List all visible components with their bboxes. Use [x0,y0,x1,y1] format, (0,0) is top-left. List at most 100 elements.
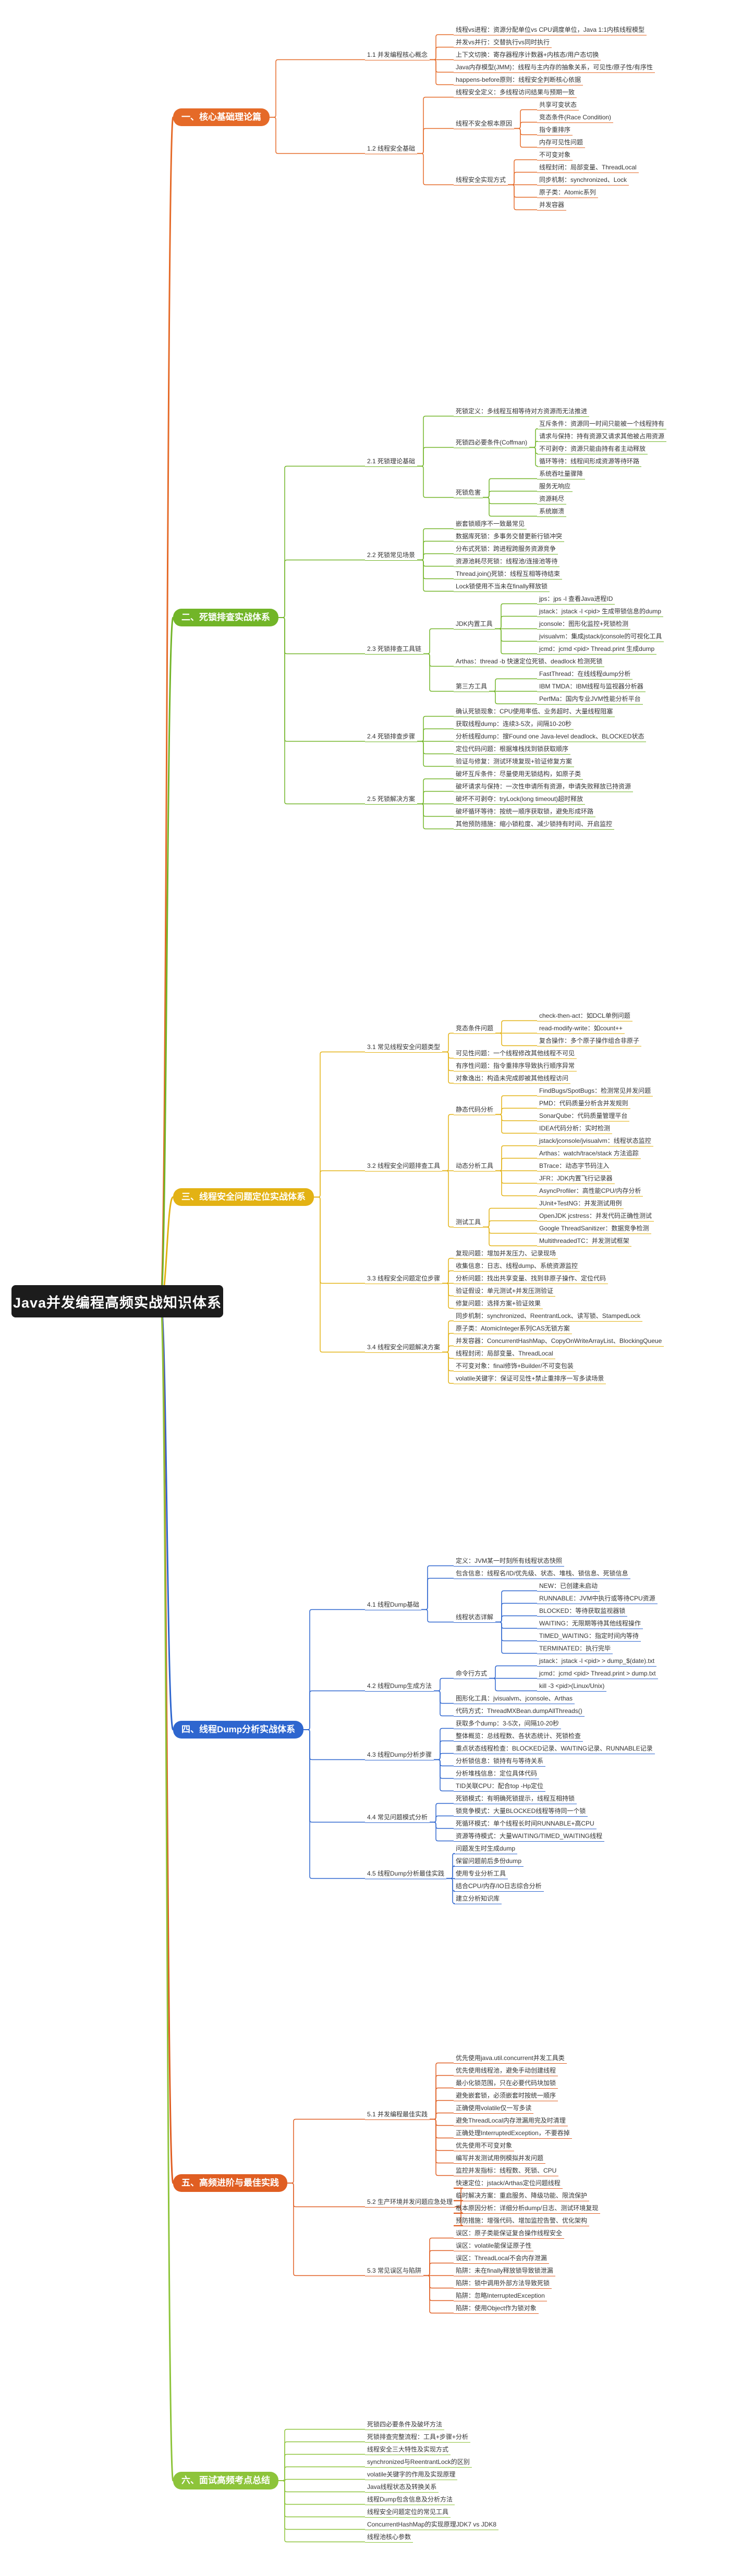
leaf-topic[interactable]: 线程vs进程：资源分配单位vs CPU调度单位，Java 1:1内核线程模型 [454,24,647,35]
leaf-topic[interactable]: 陷阱：忽略InterruptedException [454,2290,547,2301]
subtopic[interactable]: synchronized与ReentrantLock的区别 [365,2457,472,2468]
leaf-topic[interactable]: 包含信息：线程名/ID/优先级、状态、堆栈、锁信息、死锁信息 [454,1568,630,1579]
leaf-topic[interactable]: 分析线程dump：搜Found one Java-level deadlock、… [454,731,647,742]
leaf-topic[interactable]: jcmd：jcmd <pid> Thread.print > dump.txt [537,1668,658,1679]
leaf-topic[interactable]: jstack：jstack -l <pid> > dump_$(date).tx… [537,1656,657,1667]
leaf-topic[interactable]: 竞态条件问题 [454,1023,496,1034]
leaf-topic[interactable]: IBM TMDA：IBM线程与监视器分析器 [537,681,646,692]
root-topic[interactable]: Java并发编程高频实战知识体系 [11,1285,223,1317]
leaf-topic[interactable]: 命令行方式 [454,1668,490,1679]
leaf-topic[interactable]: 避免嵌套锁，必须嵌套时按统一顺序 [454,2090,558,2101]
leaf-topic[interactable]: jps：jps -l 查看Java进程ID [537,594,615,605]
leaf-topic[interactable]: Java内存模型(JMM)：线程与主内存的抽象关系，可见性/原子性/有序性 [454,62,655,73]
leaf-topic[interactable]: jstack：jstack -l <pid> 生成带锁信息的dump [537,606,664,617]
leaf-topic[interactable]: 数据库死锁：多事务交替更新行锁冲突 [454,531,565,542]
leaf-topic[interactable]: 误区：volatile能保证原子性 [454,2240,534,2251]
leaf-topic[interactable]: 互斥条件：资源同一时间只能被一个线程持有 [537,418,667,429]
leaf-topic[interactable]: jcmd：jcmd <pid> Thread.print 生成dump [537,644,657,655]
leaf-topic[interactable]: 代码方式：ThreadMXBean.dumpAllThreads() [454,1706,585,1717]
leaf-topic[interactable]: 确认死锁现象：CPU使用率低、业务超时、大量线程阻塞 [454,706,615,717]
leaf-topic[interactable]: IDEA代码分析：实时检测 [537,1123,613,1134]
leaf-topic[interactable]: 复现问题：增加并发压力、记录现场 [454,1248,558,1259]
leaf-topic[interactable]: JUnit+TestNG：并发测试用例 [537,1198,624,1209]
subtopic[interactable]: 4.1 线程Dump基础 [365,1599,422,1610]
subtopic[interactable]: 死锁排查完整流程：工具+步骤+分析 [365,2432,471,2443]
leaf-topic[interactable]: 线程安全定义：多线程访问结果与预期一致 [454,87,577,98]
leaf-topic[interactable]: 指令重排序 [537,125,573,135]
leaf-topic[interactable]: 根本原因分析：详细分析dump/日志、测试环境复现 [454,2203,601,2214]
leaf-topic[interactable]: 优先使用线程池，避免手动创建线程 [454,2065,558,2076]
leaf-topic[interactable]: 资源池耗尽死锁：线程池/连接池等待 [454,556,560,567]
leaf-topic[interactable]: 快速定位：jstack/Arthas定位问题线程 [454,2178,563,2189]
leaf-topic[interactable]: 锁竞争模式：大量BLOCKED线程等待同一个锁 [454,1806,588,1817]
leaf-topic[interactable]: 复合操作：多个原子操作组合非原子 [537,1036,642,1046]
branch-topic[interactable]: 五、高频进阶与最佳实践 [173,2174,287,2192]
leaf-topic[interactable]: 线程封闭：局部变量、ThreadLocal [454,1348,555,1359]
leaf-topic[interactable]: 问题发生时生成dump [454,1843,518,1854]
leaf-topic[interactable]: 定位代码问题：根据堆栈找到锁获取顺序 [454,744,571,755]
leaf-topic[interactable]: 破坏循环等待：按统一顺序获取锁，避免形成环路 [454,806,596,817]
leaf-topic[interactable]: 对象逸出：构造未完成即被其他线程访问 [454,1073,571,1084]
leaf-topic[interactable]: 系统崩溃 [537,506,567,517]
leaf-topic[interactable]: 线程安全实现方式 [454,175,508,186]
leaf-topic[interactable]: 最小化锁范围，只在必要代码块加锁 [454,2078,558,2089]
subtopic[interactable]: 4.3 线程Dump分析步骤 [365,1749,434,1760]
leaf-topic[interactable]: 临时解决方案：重启服务、降级功能、限流保护 [454,2190,590,2201]
leaf-topic[interactable]: 动态分析工具 [454,1161,496,1172]
leaf-topic[interactable]: 资源耗尽 [537,494,567,504]
leaf-topic[interactable]: jconsole：图形化监控+死锁检测 [537,619,631,630]
leaf-topic[interactable]: 请求与保持：持有资源又请求其他被占用资源 [537,431,667,442]
leaf-topic[interactable]: Thread.join()死锁：线程互相等待结束 [454,569,563,580]
leaf-topic[interactable]: 第三方工具 [454,681,490,692]
leaf-topic[interactable]: 死锁四必要条件(Coffman) [454,437,530,448]
leaf-topic[interactable]: FastThread：在线线程dump分析 [537,669,633,680]
leaf-topic[interactable]: 分析堆栈信息：定位具体代码 [454,1768,540,1779]
leaf-topic[interactable]: 结合CPU/内存/IO日志综合分析 [454,1881,544,1892]
leaf-topic[interactable]: 竞态条件(Race Condition) [537,112,614,123]
leaf-topic[interactable]: 线程封闭：局部变量、ThreadLocal [537,162,639,173]
leaf-topic[interactable]: Arthas：watch/trace/stack 方法追踪 [537,1148,641,1159]
leaf-topic[interactable]: volatile关键字：保证可见性+禁止重排序一写多读场景 [454,1373,606,1384]
subtopic[interactable]: 4.2 线程Dump生成方法 [365,1681,434,1692]
leaf-topic[interactable]: 陷阱：使用Object作为锁对象 [454,2303,539,2314]
subtopic[interactable]: 1.2 线程安全基础 [365,143,418,154]
leaf-topic[interactable]: 图形化工具：jvisualvm、jconsole、Arthas [454,1693,575,1704]
leaf-topic[interactable]: Arthas：thread -b 快速定位死锁、deadlock 检测死锁 [454,656,605,667]
subtopic[interactable]: Java线程状态及转换关系 [365,2482,439,2493]
leaf-topic[interactable]: PMD：代码质量分析含并发规则 [537,1098,630,1109]
leaf-topic[interactable]: 不可变对象：final修饰+Builder/不可变包装 [454,1361,576,1372]
leaf-topic[interactable]: 陷阱：锁中调用外部方法导致死锁 [454,2278,552,2289]
subtopic[interactable]: 线程池核心参数 [365,2532,413,2543]
leaf-topic[interactable]: 共享可变状态 [537,100,579,110]
leaf-topic[interactable]: 系统吞吐量骤降 [537,469,586,479]
leaf-topic[interactable]: 死锁定义：多线程互相等待对方资源而无法推进 [454,406,590,417]
leaf-topic[interactable]: 嵌套锁顺序不一致最常见 [454,519,527,529]
subtopic[interactable]: 2.5 死锁解决方案 [365,794,418,805]
subtopic[interactable]: 5.2 生产环境并发问题应急处理 [365,2197,455,2208]
branch-topic[interactable]: 二、死锁排查实战体系 [173,609,278,626]
leaf-topic[interactable]: 并发vs并行：交替执行vs同时执行 [454,37,552,48]
leaf-topic[interactable]: 线程状态详解 [454,1612,496,1623]
leaf-topic[interactable]: 保留问题前后多份dump [454,1856,524,1867]
leaf-topic[interactable]: 正确使用volatile仅一写多读 [454,2103,534,2114]
leaf-topic[interactable]: 可见性问题：一个线程修改其他线程不可见 [454,1048,577,1059]
leaf-topic[interactable]: 分析锁信息：锁持有与等待关系 [454,1756,546,1767]
leaf-topic[interactable]: 服务无响应 [537,481,573,492]
subtopic[interactable]: 4.4 常见问题模式分析 [365,1812,430,1823]
leaf-topic[interactable]: FindBugs/SpotBugs：检测常见并发问题 [537,1086,653,1096]
leaf-topic[interactable]: 陷阱：未在finally释放锁导致锁泄漏 [454,2265,555,2276]
leaf-topic[interactable]: 获取线程dump：连续3-5次，间隔10-20秒 [454,719,574,730]
leaf-topic[interactable]: 建立分析知识库 [454,1893,502,1904]
leaf-topic[interactable]: 原子类：Atomic系列 [537,187,598,198]
leaf-topic[interactable]: JDK内置工具 [454,619,495,630]
leaf-topic[interactable]: 资源等待模式：大量WAITING/TIMED_WAITING线程 [454,1831,605,1842]
leaf-topic[interactable]: AsyncProfiler：高性能CPU/内存分析 [537,1186,643,1197]
leaf-topic[interactable]: 破坏请求与保持：一次性申请所有资源，申请失败释放已持资源 [454,781,634,792]
leaf-topic[interactable]: SonarQube：代码质量管理平台 [537,1111,630,1121]
leaf-topic[interactable]: 有序性问题：指令重排序导致执行顺序异常 [454,1061,577,1071]
subtopic[interactable]: 3.2 线程安全问题排查工具 [365,1161,443,1172]
leaf-topic[interactable]: 死循环模式：单个线程长时间RUNNABLE+高CPU [454,1818,597,1829]
leaf-topic[interactable]: jvisualvm：集成jstack/jconsole的可视化工具 [537,631,664,642]
leaf-topic[interactable]: BTrace：动态字节码注入 [537,1161,612,1172]
subtopic[interactable]: 4.5 线程Dump分析最佳实践 [365,1868,447,1879]
